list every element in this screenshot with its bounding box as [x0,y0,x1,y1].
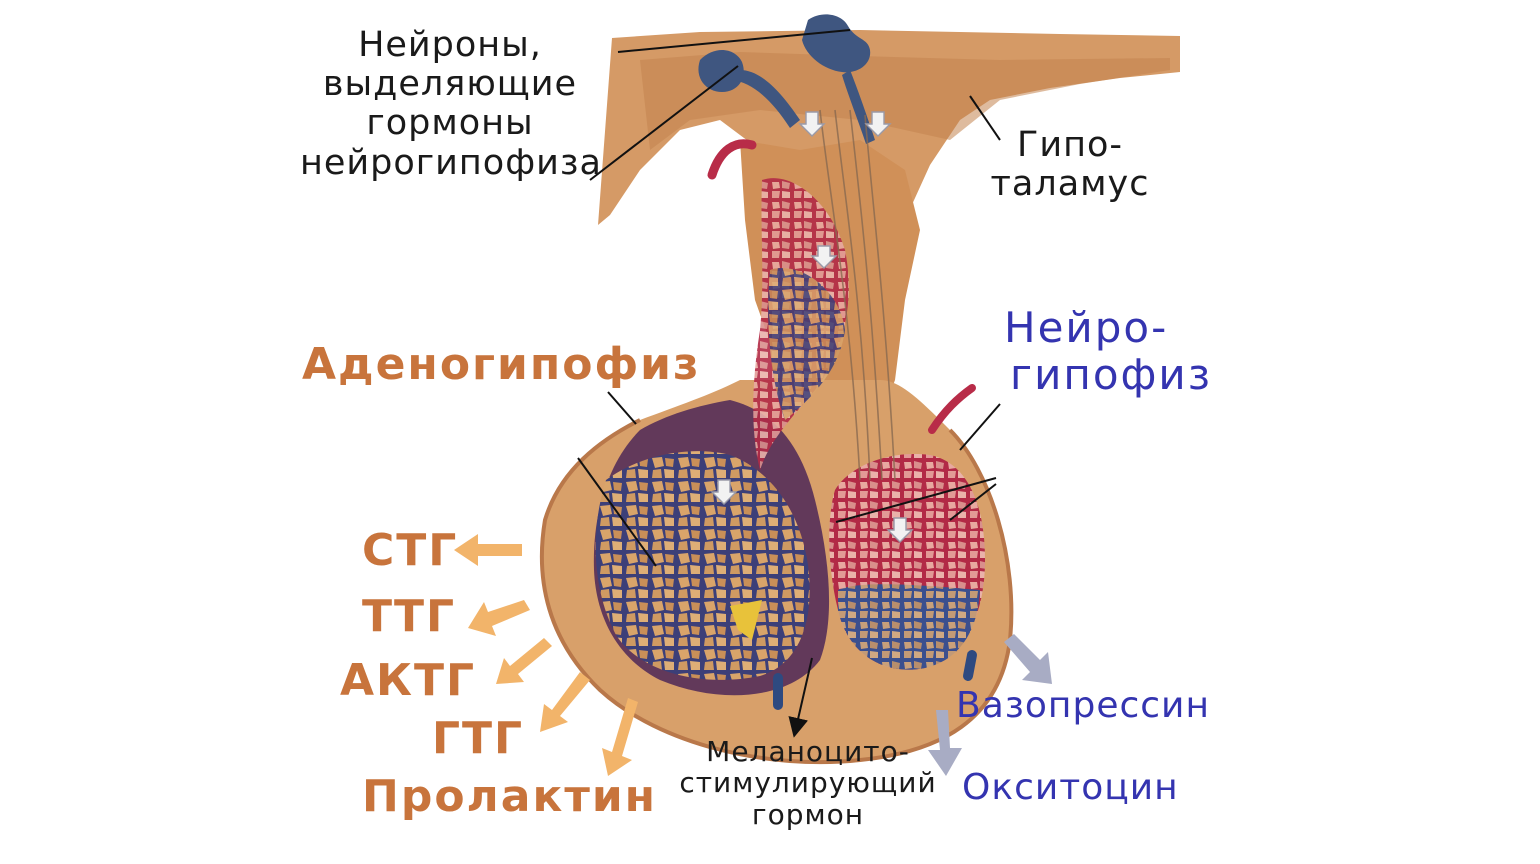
hormone-gtg: ГТГ [432,713,525,764]
anterior-hormone-arrows [454,534,638,776]
neuron-bodies [698,14,875,144]
vein-bottom-right [963,650,977,681]
hormone-ttg: ТТГ [362,591,457,642]
stalk-arrows [710,111,914,543]
artery-right [928,384,976,434]
artery-top [707,139,757,180]
msh-label: Меланоцито- стимулирующий гормон [679,735,937,831]
neuro-network-blue [838,584,980,670]
gland-outline [539,418,1014,765]
neurons-label: Нейроны, выделяющие гормоны нейрогипофиз… [300,25,602,183]
adenohypophysis-label: Аденогипофиз [302,339,701,390]
hormone-prolactin: Пролактин [362,771,658,822]
hypothalamus-shade [640,52,1170,150]
hypothalamus-label: Гипо- таламус [990,125,1150,205]
neurohypophysis-label: Нейро- гипофиз [1004,303,1213,400]
axon-tracts [819,109,896,481]
hormone-stg: СТГ [362,525,459,576]
hormone-oxytocin: Окситоцин [962,767,1179,808]
hormone-actg: АКТГ [340,655,477,706]
hormone-vasopressin: Вазопрессин [956,685,1210,726]
leader-lines [577,29,1001,738]
intermediate-lobe [730,600,762,640]
posterior-hormone-arrows [928,634,1052,776]
portal-lower [768,268,845,420]
